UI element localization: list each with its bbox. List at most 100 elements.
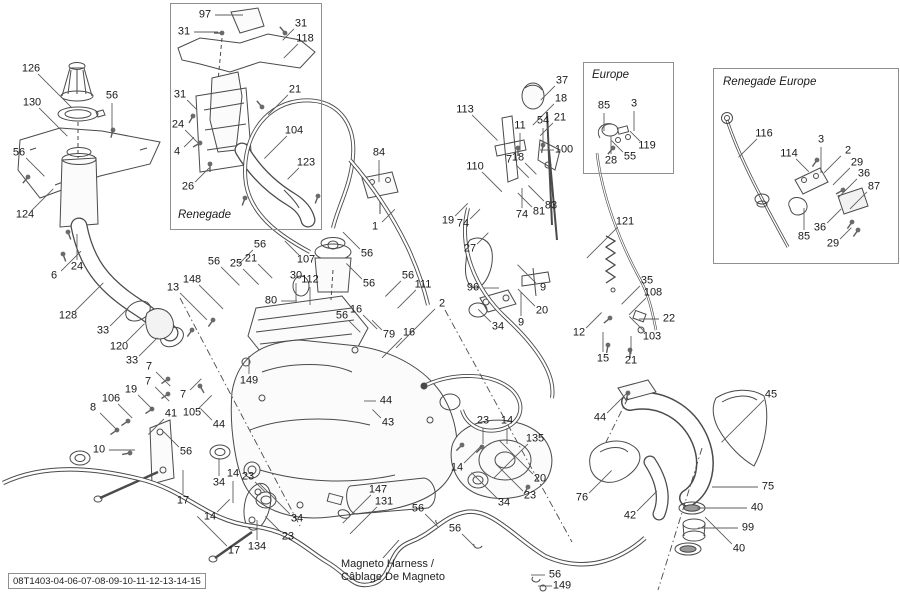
- callout-85: 85: [797, 230, 811, 243]
- callout-20: 20: [535, 304, 549, 317]
- callout-11: 11: [514, 119, 526, 132]
- callout-3: 3: [817, 133, 825, 146]
- callout-29: 29: [850, 156, 864, 169]
- inset-box-europe: Europe: [583, 62, 674, 174]
- callout-55: 55: [623, 150, 637, 163]
- callout-17: 17: [176, 494, 190, 507]
- callout-21: 21: [624, 354, 638, 367]
- callout-2: 2: [438, 297, 446, 310]
- leader-line-130: [38, 107, 68, 137]
- leader-line-56: [220, 266, 240, 286]
- callout-7: 7: [505, 153, 513, 166]
- leader-line-40: [704, 516, 733, 545]
- leader-line-105: [198, 395, 213, 409]
- leader-line-37: [540, 85, 556, 101]
- callout-107: 107: [296, 253, 316, 266]
- renegade-europe-inset-artwork: [721, 112, 869, 248]
- callout-124: 124: [15, 208, 35, 221]
- callout-31: 31: [173, 88, 187, 101]
- callout-44: 44: [379, 394, 393, 407]
- callout-22: 22: [662, 312, 676, 325]
- leader-line-33: [138, 337, 158, 357]
- callout-147: 147: [368, 483, 388, 496]
- callout-114: 114: [780, 147, 798, 160]
- leader-line-31: [186, 99, 198, 111]
- leader-line-7: [155, 371, 171, 387]
- leader-line-36: [838, 178, 858, 198]
- leader-line-126: [37, 73, 73, 109]
- callout-56: 56: [548, 568, 562, 581]
- callout-108: 108: [643, 286, 663, 299]
- callout-116: 116: [755, 127, 773, 140]
- callout-24: 24: [171, 118, 185, 131]
- leader-line-44: [606, 391, 629, 414]
- callout-34: 34: [497, 496, 511, 509]
- callout-7: 7: [145, 360, 153, 373]
- leader-line-123: [287, 167, 300, 180]
- callout-31: 31: [177, 25, 191, 38]
- caption-leader-line: [382, 539, 400, 559]
- leader-line-17: [196, 516, 228, 547]
- leader-line-34: [471, 472, 498, 499]
- caption-line-1: Magneto Harness /: [341, 558, 434, 570]
- callout-20: 20: [533, 472, 547, 485]
- callout-7: 7: [144, 375, 152, 388]
- engine-assembly: [69, 82, 647, 592]
- callout-9: 9: [539, 281, 547, 294]
- leader-line-23: [265, 516, 282, 533]
- leader-line-118: [283, 43, 299, 59]
- callout-56: 56: [448, 522, 462, 535]
- callout-149: 149: [552, 579, 572, 592]
- callout-56: 56: [360, 247, 374, 260]
- callout-54: 54: [536, 114, 550, 127]
- callout-33: 33: [125, 354, 139, 367]
- callout-79: 79: [382, 328, 396, 341]
- callout-27: 27: [463, 242, 477, 255]
- callout-14: 14: [203, 510, 217, 523]
- callout-99: 99: [741, 521, 755, 534]
- leader-line-19: [454, 203, 469, 217]
- leader-line-9: [517, 264, 537, 284]
- callout-56: 56: [335, 309, 349, 322]
- air-intake-assembly: [17, 62, 184, 348]
- callout-100: 100: [554, 143, 574, 156]
- leader-line-42: [636, 490, 658, 512]
- callout-43: 43: [381, 416, 395, 429]
- leader-line-16: [381, 337, 403, 359]
- callout-6: 6: [50, 269, 58, 282]
- callout-34: 34: [290, 512, 304, 525]
- callout-34: 34: [212, 476, 226, 489]
- leader-line-13: [179, 292, 208, 321]
- callout-10: 10: [92, 443, 106, 456]
- callout-2: 2: [844, 144, 852, 157]
- leader-line-18: [532, 103, 555, 126]
- leader-line-106: [117, 403, 133, 419]
- exhaust-assembly: [589, 379, 768, 556]
- leader-line-14: [463, 445, 482, 464]
- callout-44: 44: [212, 418, 226, 431]
- callout-9: 9: [517, 316, 525, 329]
- callout-106: 106: [101, 392, 121, 405]
- leader-line-4: [183, 136, 195, 148]
- callout-81: 81: [532, 205, 546, 218]
- leader-line-103: [629, 316, 646, 333]
- callout-56: 56: [362, 277, 376, 290]
- leader-line-14: [216, 499, 231, 513]
- callout-148: 148: [182, 273, 202, 286]
- callout-42: 42: [623, 509, 637, 522]
- callout-23: 23: [241, 470, 255, 483]
- callout-45: 45: [764, 388, 778, 401]
- inset-box-renegade: Renegade: [170, 3, 322, 230]
- callout-1: 1: [371, 220, 379, 233]
- leader-line-87: [849, 191, 868, 210]
- callout-119: 119: [638, 139, 656, 152]
- leader-line-108: [628, 297, 647, 316]
- callout-12: 12: [572, 326, 586, 339]
- callout-40: 40: [732, 542, 746, 555]
- leader-line-56: [385, 280, 402, 297]
- leader-line-36: [826, 208, 842, 224]
- callout-35: 35: [640, 274, 654, 287]
- leader-line-34: [477, 309, 492, 323]
